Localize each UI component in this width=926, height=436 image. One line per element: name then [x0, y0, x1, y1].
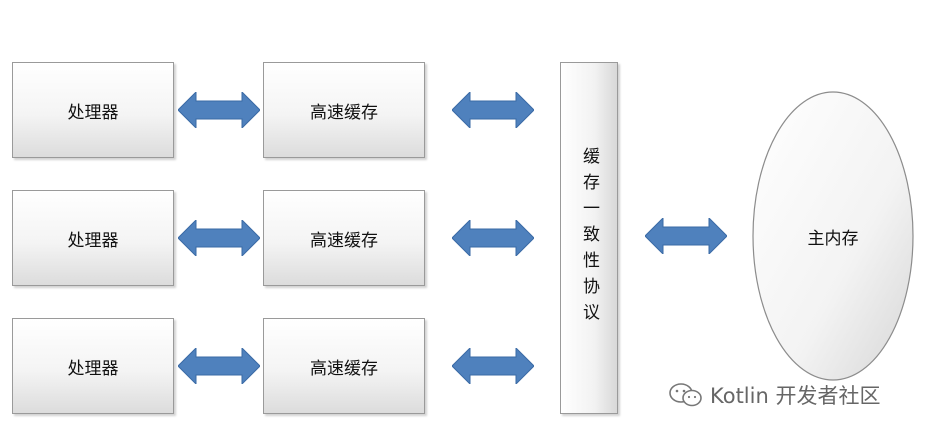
cache-box-3: 高速缓存 — [263, 318, 425, 414]
double-arrow-icon — [452, 92, 534, 128]
cache-box-1: 高速缓存 — [263, 62, 425, 158]
double-arrow-icon — [178, 348, 260, 384]
wechat-icon — [669, 383, 702, 407]
processor-box-1: 处理器 — [12, 62, 174, 158]
cache-label-1: 高速缓存 — [310, 102, 378, 123]
cache-label-3: 高速缓存 — [310, 358, 378, 379]
processor-label-1: 处理器 — [67, 102, 119, 123]
cache-box-2: 高速缓存 — [263, 190, 425, 286]
double-arrow-icon — [178, 92, 260, 128]
watermark-text: Kotlin 开发者社区 — [710, 384, 881, 408]
processor-box-2: 处理器 — [12, 190, 174, 286]
main-memory-label: 主内存 — [807, 229, 859, 249]
double-arrow-icon — [452, 348, 534, 384]
processor-label-3: 处理器 — [67, 358, 119, 379]
coherence-protocol-label: 缓存一致性协议 — [579, 147, 599, 329]
coherence-protocol-box: 缓存一致性协议 — [560, 62, 618, 414]
main-memory-ellipse — [752, 91, 914, 381]
processor-label-2: 处理器 — [67, 230, 119, 251]
double-arrow-icon — [178, 220, 260, 256]
cache-label-2: 高速缓存 — [310, 230, 378, 251]
watermark: Kotlin 开发者社区 — [668, 380, 880, 410]
processor-box-3: 处理器 — [12, 318, 174, 414]
double-arrow-icon — [452, 220, 534, 256]
double-arrow-icon — [645, 218, 727, 254]
